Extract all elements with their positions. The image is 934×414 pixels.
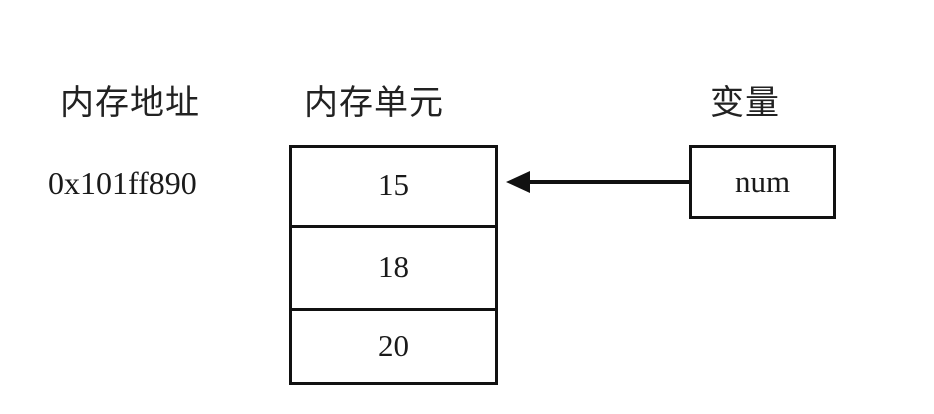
memory-cell-value: 15 [378,167,409,202]
memory-cell-row: 15 [292,148,495,225]
pointer-arrow-icon [506,171,696,193]
memory-cell-row: 20 [292,308,495,382]
memory-cell-table: 15 18 20 [289,145,498,385]
variable-box: num [689,145,836,219]
memory-address-value: 0x101ff890 [48,165,197,201]
variable-column-header: 变量 [710,85,780,122]
variable-name-label: num [734,164,791,199]
memory-cell-row: 18 [292,225,495,308]
memory-cell-value: 18 [378,249,409,284]
memory-address-column-header: 内存地址 [60,85,200,122]
memory-cell-value: 20 [378,328,409,363]
pointer-arrow-head [506,171,530,193]
memory-cell-column-header: 内存单元 [304,85,444,122]
